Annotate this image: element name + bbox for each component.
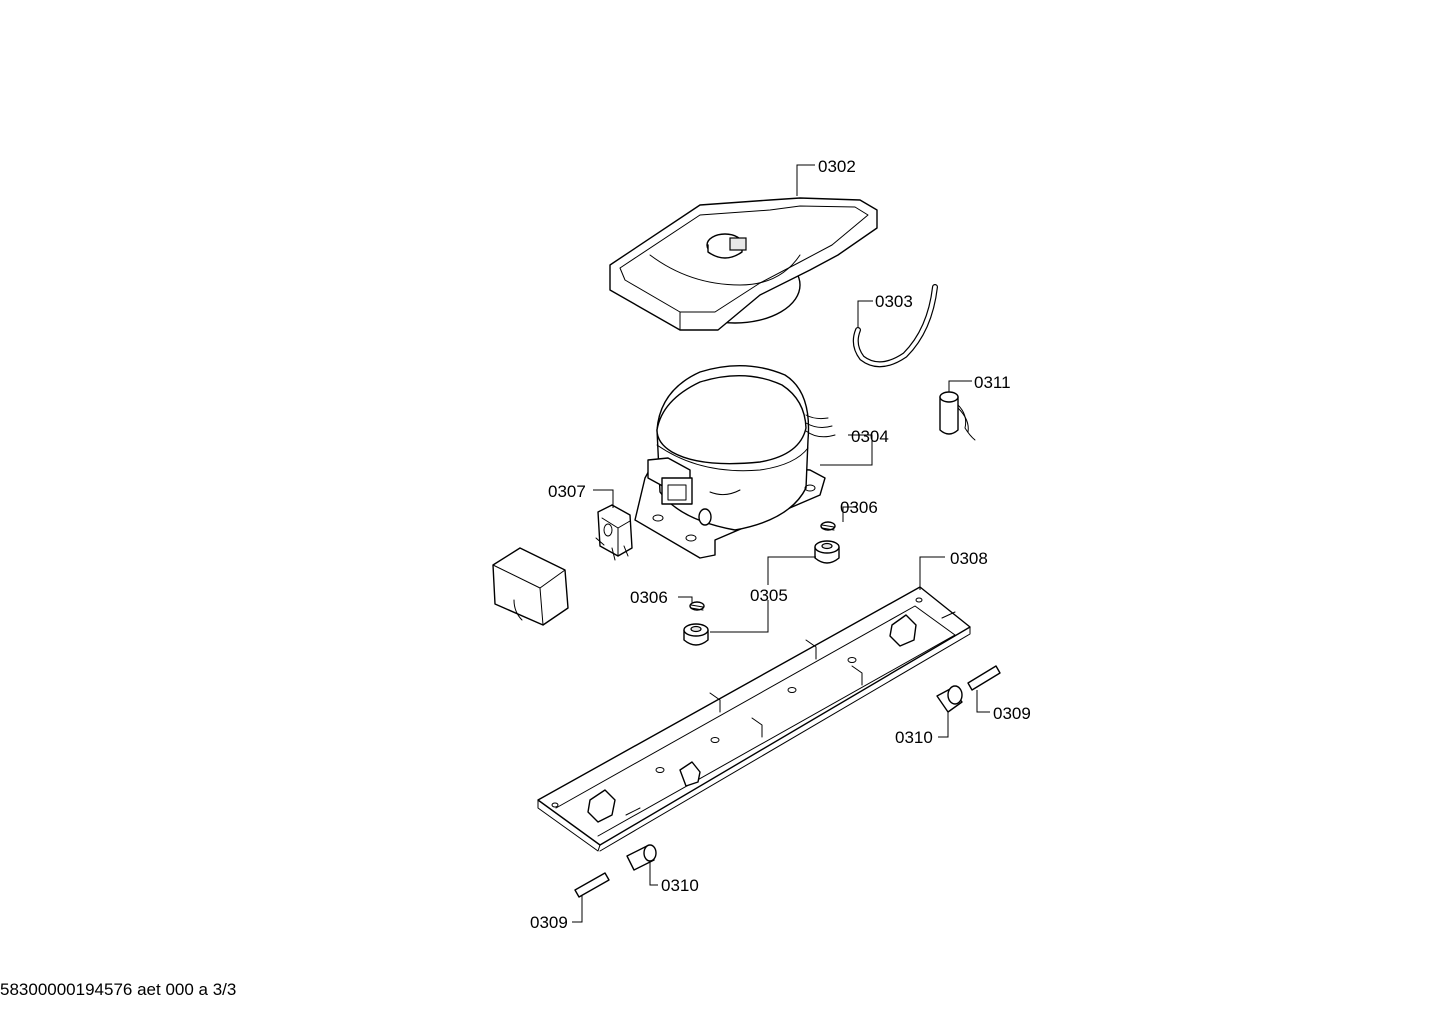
callout-0302: 0302 <box>818 157 856 176</box>
part-0305-grommet-lower <box>683 623 709 646</box>
part-0309-pin-left <box>574 872 610 898</box>
callout-0310-left: 0310 <box>661 876 699 895</box>
part-relay-cover <box>492 547 569 626</box>
part-0305-grommet-upper <box>814 540 840 564</box>
callout-0307: 0307 <box>548 482 586 501</box>
part-0309-pin-right <box>967 665 1001 691</box>
callout-0311: 0311 <box>974 373 1011 392</box>
callout-0306-upper: 0306 <box>840 498 878 517</box>
callout-0310-right: 0310 <box>895 728 933 747</box>
part-0310-sleeve-left <box>626 844 657 871</box>
part-0302-drip-tray <box>609 197 878 331</box>
part-0306-clip-upper <box>820 521 836 531</box>
document-id: 58300000194576 aet 000 a 3/3 <box>0 980 237 999</box>
leader-lines <box>572 164 990 923</box>
callout-0308: 0308 <box>950 549 988 568</box>
part-0306-clip-lower <box>689 601 705 611</box>
part-0310-sleeve-right <box>936 685 963 713</box>
callout-0306-lower: 0306 <box>630 588 668 607</box>
callout-0309-right: 0309 <box>993 704 1031 723</box>
part-0311-capacitor <box>939 391 976 441</box>
part-0304-compressor <box>634 365 836 559</box>
callout-0305: 0305 <box>750 586 788 605</box>
part-0307-relay <box>595 504 633 561</box>
callout-0304: 0304 <box>851 427 889 446</box>
part-0303-hose <box>852 284 938 368</box>
callout-0309-left: 0309 <box>530 913 568 932</box>
part-0308-base-plate <box>537 586 971 852</box>
callout-0303: 0303 <box>875 292 913 311</box>
